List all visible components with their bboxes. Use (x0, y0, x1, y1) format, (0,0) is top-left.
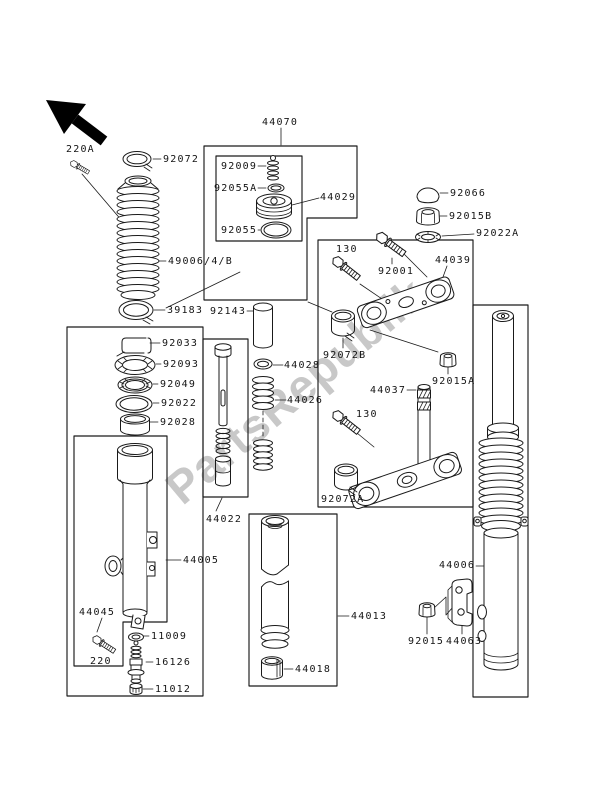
bolt-pointer-92001 (403, 253, 428, 278)
part-44029-drawing (256, 193, 292, 220)
group-box-44022 (202, 338, 249, 498)
part-44022-drawing (214, 343, 232, 487)
part-92072A-drawing (334, 463, 358, 496)
leader-lines (81, 127, 491, 690)
part-92072-drawing (122, 151, 153, 172)
part-label-92015B: 92015B (449, 211, 492, 222)
part-92066-drawing (416, 187, 440, 204)
part-92055-drawing (260, 221, 292, 239)
part-92093-drawing (114, 355, 156, 375)
part-label-92072A: 92072A (321, 494, 364, 505)
part-49006-boot-drawing (116, 175, 160, 300)
group-box-44013 (248, 513, 338, 687)
part-92015B-drawing (416, 207, 440, 226)
part-220A-drawing (68, 159, 91, 176)
part-16126-drawing (127, 640, 145, 684)
part-label-92055A: 92055A (214, 183, 257, 194)
part-44006-drawing (473, 310, 529, 671)
group-box-forkleg (73, 435, 168, 667)
part-label-49006-4-B: 49006/4/B (168, 256, 233, 267)
part-label-92015A: 92015A (432, 376, 475, 387)
group-box-left (66, 326, 204, 697)
group-box-cap-assy (215, 155, 303, 242)
part-label-92001: 92001 (378, 266, 414, 277)
part-label-92055: 92055 (221, 225, 257, 236)
part-label-130-lower: 130 (356, 409, 378, 420)
group-box-right (472, 304, 529, 698)
part-label-44070: 44070 (262, 117, 298, 128)
part-92001-drawing (373, 229, 408, 259)
part-label-130-upper: 130 (336, 244, 358, 255)
part-label-44045: 44045 (79, 607, 115, 618)
part-92009-drawing (267, 155, 279, 181)
part-label-44039: 44039 (435, 255, 471, 266)
part-label-92022: 92022 (161, 398, 197, 409)
part-label-11012: 11012 (155, 684, 191, 695)
part-39183-drawing (118, 300, 154, 325)
part-92015-drawing (418, 602, 436, 618)
part-44045-drawing (90, 633, 117, 655)
part-label-44006: 44006 (439, 560, 475, 571)
part-label-44029: 44029 (320, 192, 356, 203)
part-label-92072B: 92072B (323, 350, 366, 361)
direction-arrow-icon (46, 100, 108, 146)
part-label-44037: 44037 (370, 385, 406, 396)
group-box-44070 (203, 145, 358, 301)
part-label-11009: 11009 (151, 631, 187, 642)
part-label-92066: 92066 (450, 188, 486, 199)
part-11009-drawing (128, 632, 144, 642)
part-label-39183: 39183 (167, 305, 203, 316)
part-130-upper-drawing (329, 254, 362, 283)
part-92028-drawing (120, 413, 150, 436)
part-label-92028: 92028 (160, 417, 196, 428)
part-label-44063: 44063 (446, 636, 482, 647)
part-label-92093: 92093 (163, 359, 199, 370)
part-92033-drawing (116, 337, 152, 357)
part-44026-drawing (252, 376, 274, 471)
part-92022A-drawing (415, 231, 441, 243)
part-92055A-drawing (267, 183, 285, 193)
part-44018-drawing (261, 656, 283, 680)
part-label-92009: 92009 (221, 161, 257, 172)
part-label-92143: 92143 (210, 306, 246, 317)
part-label-92022A: 92022A (476, 228, 519, 239)
part-92072B-drawing (331, 309, 355, 342)
part-label-44022: 44022 (206, 514, 242, 525)
part-92143-drawing (253, 302, 273, 349)
part-label-44018: 44018 (295, 664, 331, 675)
part-label-220: 220 (90, 656, 112, 667)
part-11012-drawing (129, 683, 143, 695)
part-label-44028: 44028 (284, 360, 320, 371)
part-44063-drawing (447, 578, 473, 627)
part-44028-drawing (253, 358, 273, 370)
part-label-44005: 44005 (183, 555, 219, 566)
part-labels-layer: 220A 92072 49006/4/B 39183 44070 92009 92055A 4… (66, 117, 519, 695)
part-label-220A: 220A (66, 144, 95, 155)
part-44005-drawing (104, 443, 158, 630)
part-label-92015: 92015 (408, 636, 444, 647)
part-label-92033: 92033 (162, 338, 198, 349)
part-44039-drawing (356, 276, 455, 329)
part-label-92049: 92049 (160, 379, 196, 390)
part-92022-drawing (115, 395, 153, 413)
part-44037-drawing (348, 384, 462, 510)
part-label-44013: 44013 (351, 611, 387, 622)
part-92015A-drawing (439, 352, 457, 368)
part-92049-drawing (117, 376, 153, 394)
part-label-16126: 16126 (155, 657, 191, 668)
part-label-92072: 92072 (163, 154, 199, 165)
part-44013-drawing (260, 515, 290, 649)
part-label-44026: 44026 (287, 395, 323, 406)
